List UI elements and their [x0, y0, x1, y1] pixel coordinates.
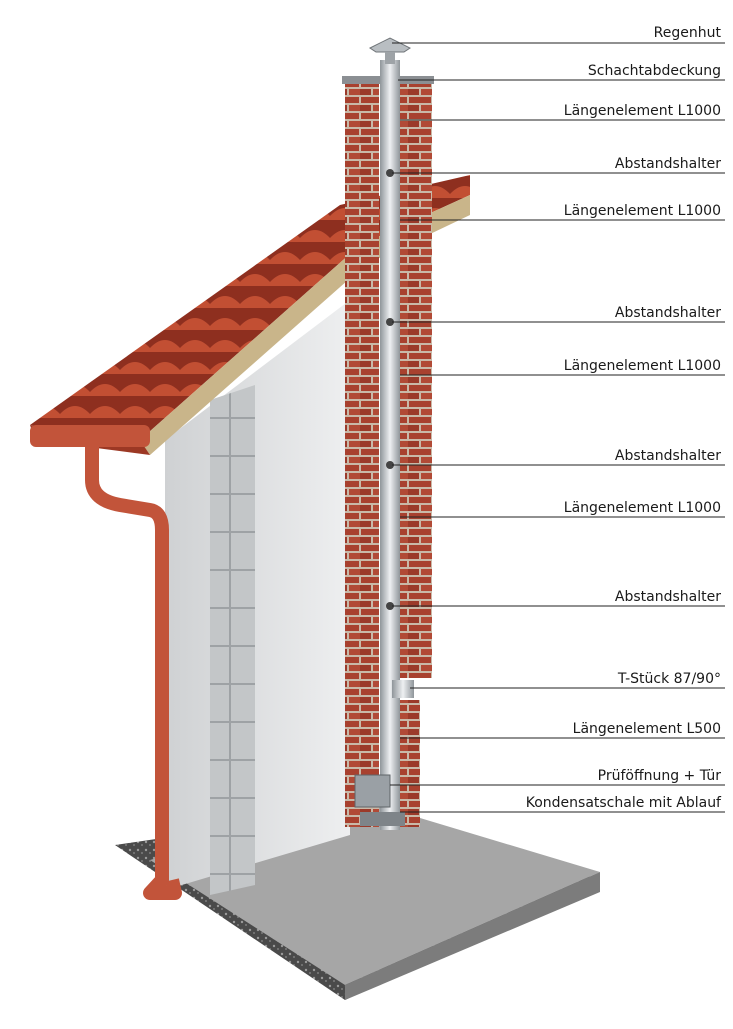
label-kondensatschale: Kondensatschale mit Ablauf [525, 795, 721, 811]
inspection-door [354, 774, 391, 808]
rain-cap-neck [385, 52, 395, 64]
condensate-tray [360, 812, 405, 826]
gutter [30, 425, 150, 447]
chimney-left-wall [345, 82, 379, 827]
chimney-right-wall [400, 82, 432, 678]
t-piece [392, 680, 414, 698]
spacer-clips [386, 169, 394, 610]
label-laengenelement-1: Längenelement L1000 [563, 103, 721, 119]
label-t-stueck: T-Stück 87/90° [617, 671, 721, 687]
downpipe [85, 447, 182, 900]
ground-slab-front [345, 872, 600, 1000]
label-abstandshalter-2: Abstandshalter [614, 305, 721, 321]
label-laengenelement-l500: Längenelement L500 [572, 721, 721, 737]
roof-batten [140, 195, 470, 455]
label-laengenelement-2: Längenelement L1000 [563, 203, 721, 219]
label-pruefoeffnung: Prüföffnung + Tür [597, 768, 721, 784]
label-laengenelement-3: Längenelement L1000 [563, 358, 721, 374]
label-abstandshalter-3: Abstandshalter [614, 448, 721, 464]
rain-cap [369, 37, 411, 53]
label-abstandshalter-1: Abstandshalter [614, 156, 721, 172]
leader-lines [390, 42, 725, 813]
label-abstandshalter-4: Abstandshalter [614, 589, 721, 605]
block-wall [210, 385, 255, 895]
chimney-lower-right-wall [398, 700, 420, 827]
label-laengenelement-4: Längenelement L1000 [563, 500, 721, 516]
label-schachtabdeckung: Schachtabdeckung [587, 63, 721, 79]
steel-flue [380, 60, 400, 830]
label-regenhut: Regenhut [653, 25, 721, 41]
